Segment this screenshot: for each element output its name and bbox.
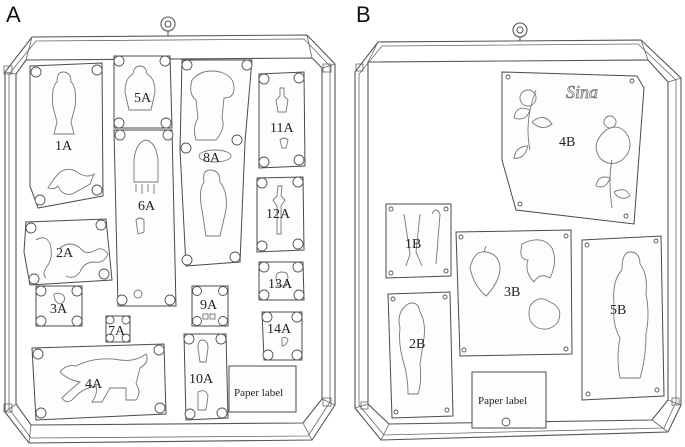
panel-b-frame — [354, 39, 682, 441]
animal-silhouette-4a — [59, 353, 148, 403]
label-11a: 11A — [270, 121, 294, 136]
flower-silhouette-4b-left — [513, 89, 553, 159]
legs-silhouette-1b — [403, 209, 441, 267]
flower-silhouette-4b-right — [595, 126, 631, 209]
plate-12a: 12A — [256, 176, 305, 253]
label-12a: 12A — [266, 207, 291, 222]
label-9a: 9A — [200, 298, 218, 313]
label-3a: 3A — [50, 302, 68, 317]
plate-10a: 10A — [183, 333, 229, 421]
plate-3b: 3B — [455, 229, 573, 357]
paper-label-a: Paper label — [228, 365, 297, 413]
label-10a: 10A — [189, 372, 214, 387]
figure-silhouette-11a — [275, 87, 289, 113]
figure-silhouette-12a — [272, 185, 286, 235]
plate-4b: Sina 4B — [501, 71, 645, 225]
plate-2a: 2A — [23, 218, 113, 286]
panel-b: B Sina — [354, 2, 682, 441]
label-5b: 5B — [610, 303, 626, 318]
figure-silhouette-1a — [52, 71, 76, 135]
plate-11a: 11A — [258, 71, 306, 169]
plate-6a: 6A — [113, 129, 177, 307]
plate-1a: 1A — [29, 62, 104, 209]
leaf-silhouette-3b — [528, 298, 561, 330]
label-13a: 13A — [268, 277, 293, 292]
label-4b: 4B — [559, 135, 575, 150]
plate-14a: 14A — [261, 311, 303, 361]
figure-silhouette-8a-upper — [190, 70, 235, 141]
paper-label-b: Paper label — [471, 371, 547, 429]
plate-5a: 5A — [113, 55, 173, 129]
panel-a: A — [3, 2, 336, 444]
plate-4a: 4A — [31, 343, 167, 421]
plate-8a: 8A — [179, 59, 253, 267]
label-1a: 1A — [55, 139, 73, 154]
label-4a: 4A — [85, 377, 103, 392]
plate-1b: 1B — [385, 203, 452, 279]
plate-9a: 9A — [191, 285, 229, 327]
panel-b-letter: B — [356, 2, 371, 27]
panel-a-hanging-ring — [160, 16, 176, 32]
plate-7a: 7A — [105, 315, 131, 343]
label-3b: 3B — [504, 285, 520, 300]
label-2b: 2B — [409, 337, 425, 352]
figure-silhouette-5b — [613, 251, 649, 379]
label-14a: 14A — [267, 322, 292, 337]
plate-3a: 3A — [35, 285, 83, 327]
label-1b: 1B — [405, 237, 421, 252]
label-6a: 6A — [138, 199, 156, 214]
animal-silhouette-1a — [47, 169, 95, 195]
figure-silhouette-8a-lower — [199, 169, 227, 237]
paper-label-b-text: Paper label — [478, 395, 527, 407]
plate-13a: 13A — [258, 261, 305, 301]
figure-silhouette-2b — [398, 302, 425, 395]
plate-5b: 5B — [581, 235, 665, 401]
panel-a-letter: A — [6, 2, 21, 27]
bell-silhouette-6a — [133, 139, 159, 183]
paper-label-a-text: Paper label — [234, 387, 283, 399]
figure-silhouette-5a — [124, 65, 156, 111]
label-5a: 5A — [134, 91, 152, 106]
label-7a: 7A — [108, 324, 126, 339]
horse-head-silhouette-3b — [520, 239, 555, 283]
plate-2b: 2B — [387, 291, 454, 419]
fruit-silhouette-3b — [469, 245, 501, 297]
panel-b-hanging-ring — [512, 22, 528, 38]
label-2a: 2A — [56, 246, 74, 261]
ornament-silhouette-2a — [35, 237, 109, 279]
label-8a: 8A — [203, 151, 221, 166]
inscription-4b: Sina — [566, 82, 598, 102]
panel-a-frame — [3, 34, 336, 444]
